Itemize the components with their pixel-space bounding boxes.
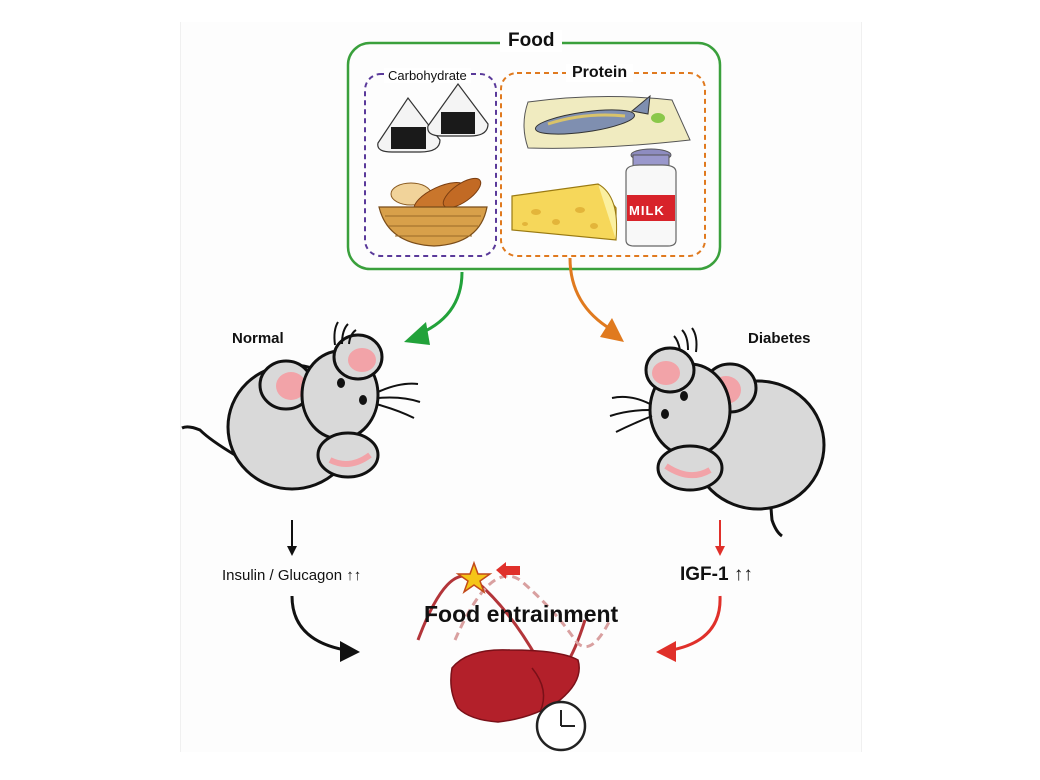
liver-icon xyxy=(450,649,580,723)
arrow-down-diabetes xyxy=(715,520,725,556)
fish-icon xyxy=(523,94,691,149)
igf1-label: IGF-1 ↑↑ xyxy=(680,564,753,585)
phase-advance-arrow-icon xyxy=(496,562,520,579)
milk-bottle-icon xyxy=(625,148,677,247)
food-entrainment-label: Food entrainment xyxy=(424,601,619,627)
arrow-igf1-to-liver xyxy=(656,595,722,662)
onigiri-icon xyxy=(377,82,489,153)
arrow-insulin-to-liver xyxy=(290,595,360,662)
clock-icon xyxy=(535,700,587,752)
insulin-glucagon-label: Insulin / Glucagon ↑↑ xyxy=(222,567,362,584)
normal-mouse-icon xyxy=(181,321,421,491)
arrow-down-normal xyxy=(287,520,297,556)
diabetes-mouse-icon xyxy=(609,327,826,538)
star-icon xyxy=(455,560,493,594)
arrow-to-diabetes xyxy=(568,257,624,342)
cheese-icon xyxy=(511,183,618,241)
carbohydrate-label: Carbohydrate xyxy=(384,68,471,83)
bread-basket-icon xyxy=(378,177,488,247)
milk-label: MILK xyxy=(629,203,665,218)
protein-label: Protein xyxy=(566,64,634,82)
diabetes-label: Diabetes xyxy=(748,330,811,347)
normal-label: Normal xyxy=(232,330,284,347)
food-title: Food xyxy=(500,30,563,52)
arrow-to-normal xyxy=(404,271,464,345)
